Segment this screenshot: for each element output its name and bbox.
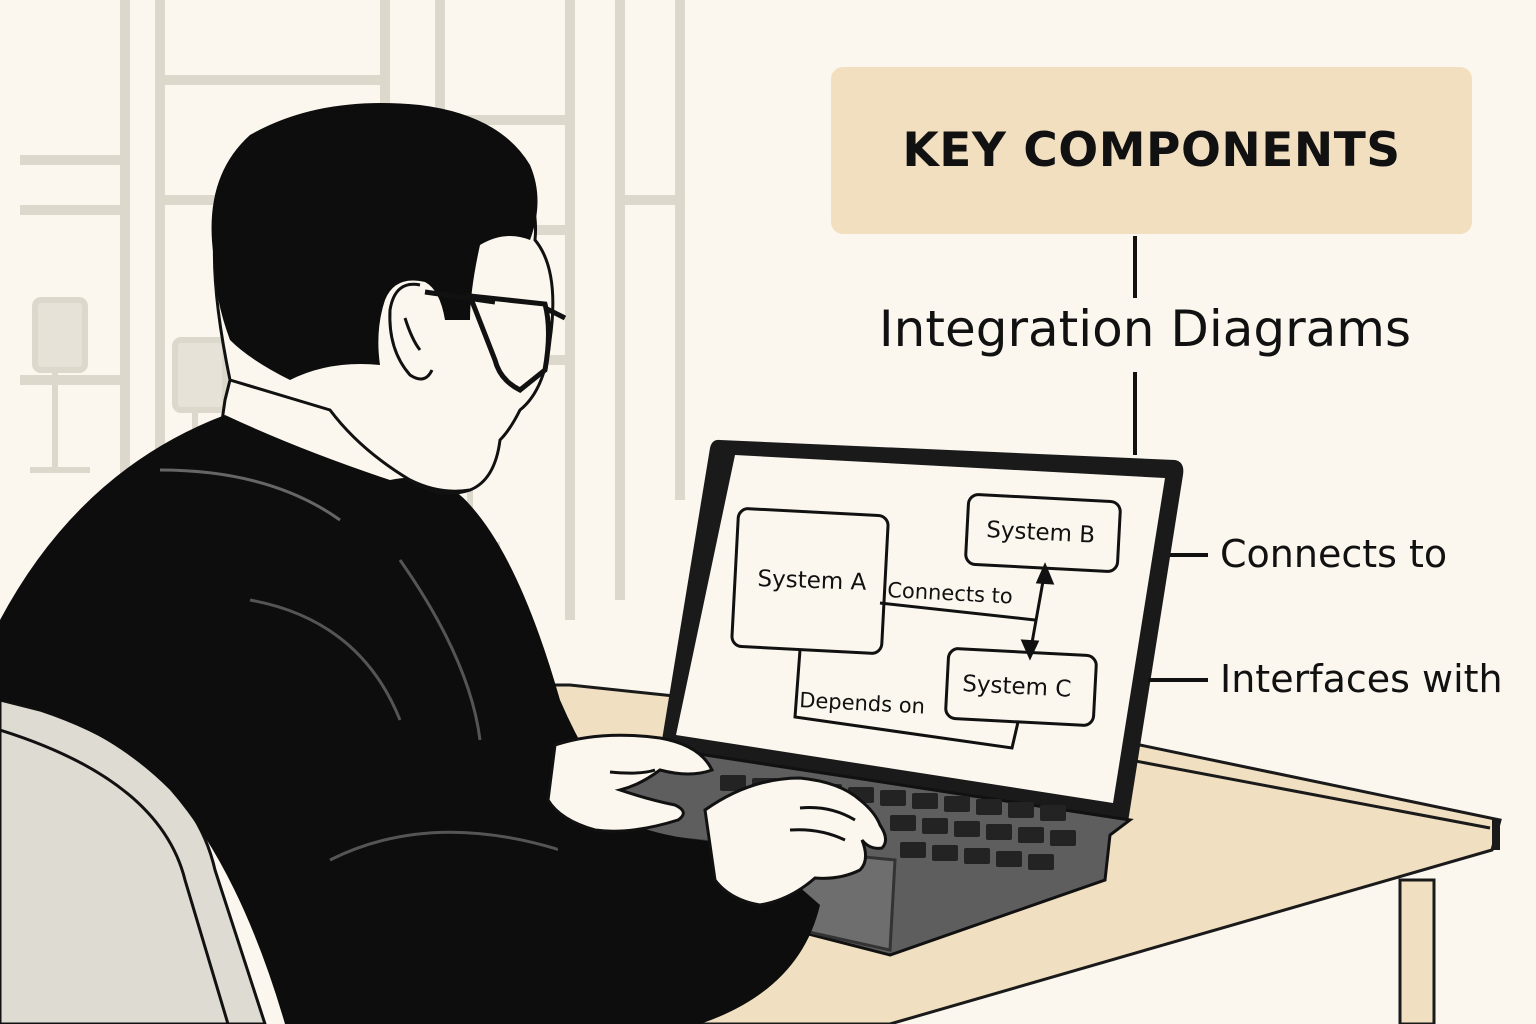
- system-c-box: [944, 647, 1098, 727]
- integration-diagrams-title: Integration Diagrams: [878, 300, 1412, 358]
- header-connectors: [1133, 236, 1208, 682]
- system-a-box: [730, 507, 890, 655]
- arrowhead-up: [1035, 562, 1055, 585]
- side-label-interfaces: Interfaces with: [1220, 657, 1503, 701]
- side-label-connects: Connects to: [1220, 532, 1448, 576]
- key-components-box: KEY COMPONENTS: [831, 67, 1472, 234]
- connector-a-c: [793, 649, 1020, 750]
- person: [0, 103, 887, 1024]
- key-components-title: KEY COMPONENTS: [902, 123, 1401, 178]
- system-a-label: System A: [757, 566, 867, 596]
- arrowhead-down: [1020, 639, 1040, 661]
- connector-b-c: [1028, 569, 1047, 655]
- connector-a-b: [879, 601, 1036, 622]
- screen-diagram: [730, 493, 1122, 750]
- system-b-box: [964, 493, 1122, 573]
